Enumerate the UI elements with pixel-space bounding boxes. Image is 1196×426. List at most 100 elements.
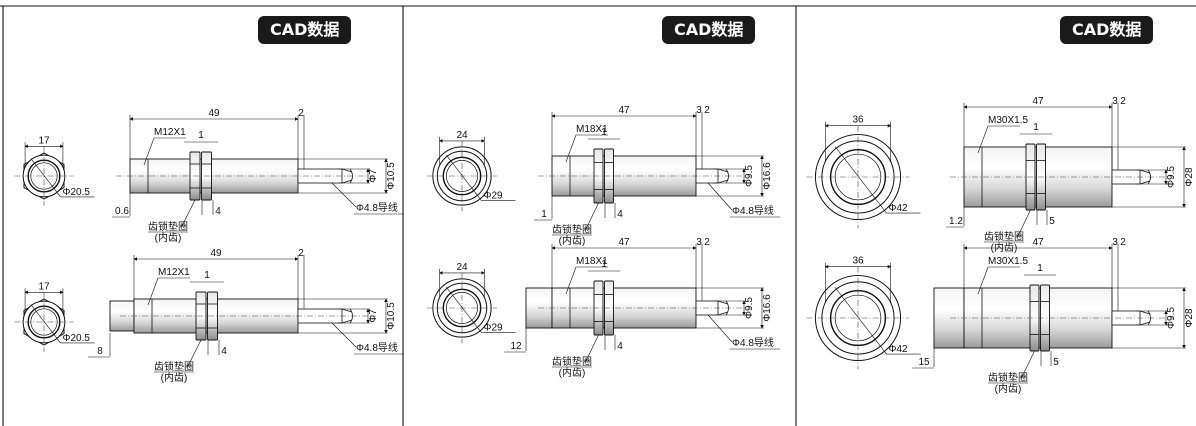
thread-label: M30X1.5: [988, 256, 1028, 267]
face-offset-label: 0.6: [115, 206, 129, 217]
gasket-label: 齿锁垫圈: [148, 220, 188, 233]
body-diameter-label: Φ28: [1184, 308, 1195, 328]
wire-label: Φ4.8导线: [732, 204, 774, 217]
gasket-sub-label: (内齿): [991, 241, 1018, 254]
front-width-label: 17: [38, 135, 50, 146]
cable-diameter-label: Φ9.5: [744, 165, 755, 187]
cable-diameter-label: Φ9.5: [744, 297, 755, 319]
cad-data-badge: CAD数据: [662, 16, 756, 44]
face-offset-label: 15: [918, 357, 930, 368]
gasket-sub-label: (内齿): [995, 382, 1022, 395]
thread-leader: [977, 266, 989, 295]
length-label: 47: [618, 237, 630, 248]
sensing-cap: [933, 287, 965, 349]
diameter-leader: [30, 304, 61, 344]
front-diameter-label: Φ29: [484, 323, 504, 334]
body-diameter-label: Φ28: [1184, 167, 1195, 187]
cable-cut: [717, 179, 729, 184]
face-offset-label: 8: [97, 346, 103, 357]
nut-thickness-label: 1: [601, 127, 607, 138]
wire-leader: [707, 182, 733, 211]
cable-cut: [717, 311, 729, 316]
front-width-label: 36: [852, 115, 864, 126]
thread-label: M30X1.5: [988, 115, 1028, 126]
thread-label: M12X1: [158, 267, 190, 278]
thread-leader: [977, 125, 989, 154]
thread-leader: [143, 137, 155, 166]
wire-leader: [331, 182, 357, 208]
front-diameter-label: Φ42: [889, 344, 909, 355]
front-diameter-label: Φ20.5: [63, 187, 91, 198]
gasket-leader: [1021, 350, 1035, 378]
face-offset-label: 1.2: [949, 216, 963, 227]
cable-cut: [341, 308, 353, 313]
body-diameter-label: Φ16.6: [762, 162, 773, 190]
cable-cut: [1139, 169, 1151, 174]
gasket-leader: [585, 202, 599, 230]
face-offset-label: 12: [510, 341, 522, 352]
body-diameter-label: Φ10.5: [386, 162, 397, 190]
gasket-label: 齿锁垫圈: [984, 230, 1024, 243]
gasket-sub-label: (内齿): [155, 231, 182, 244]
gasket-leader: [181, 199, 196, 227]
cable-diameter-label: Φ7: [368, 169, 379, 183]
cable-cut: [1139, 310, 1151, 315]
front-width-label: 24: [456, 130, 468, 141]
gap2-label: 2: [704, 237, 710, 248]
thread-label: M12X1: [154, 127, 186, 138]
cable-cut: [1139, 180, 1151, 185]
cable-cut: [1139, 321, 1151, 326]
length-label: 47: [618, 105, 630, 116]
thread-leader: [565, 134, 577, 163]
wire-leader: [331, 322, 357, 348]
length-label: 47: [1032, 237, 1044, 248]
gap-label: 3: [696, 105, 702, 116]
thread-leader: [147, 277, 159, 306]
diameter-leader: [446, 287, 482, 333]
diameter-leader: [834, 146, 887, 214]
nut-thickness-label: 1: [204, 270, 210, 281]
gasket-label: 齿锁垫圈: [154, 360, 194, 373]
gasket-leader: [585, 334, 599, 362]
gap-label: 3: [1112, 96, 1118, 107]
cad-data-badge: CAD数据: [258, 16, 352, 44]
gasket-leader: [1017, 209, 1031, 237]
gap-label: 3: [696, 237, 702, 248]
front-diameter-label: Φ42: [889, 203, 909, 214]
length-label: 47: [1032, 96, 1044, 107]
cable-diameter-label: Φ9.5: [1166, 307, 1177, 329]
gap-label: 2: [298, 108, 304, 119]
wire-label: Φ4.8导线: [356, 341, 398, 354]
nut-thickness-label: 1: [1033, 122, 1039, 133]
nut-thickness-label: 1: [601, 259, 607, 270]
washer-label: 5: [1049, 216, 1055, 227]
front-diameter-label: Φ29: [484, 191, 504, 202]
cable-diameter-label: Φ9.5: [1166, 166, 1177, 188]
gap-label: 2: [298, 248, 304, 259]
gap2-label: 2: [704, 105, 710, 116]
wire-label: Φ4.8导线: [732, 336, 774, 349]
cable-cut: [341, 179, 353, 184]
diameter-leader: [30, 158, 61, 198]
length-label: 49: [210, 248, 222, 259]
front-width-label: 24: [456, 262, 468, 273]
cable-cut: [341, 168, 353, 173]
cad-data-badge: CAD数据: [1060, 16, 1154, 44]
washer-label: 4: [617, 209, 623, 220]
gasket-leader: [187, 339, 202, 367]
thread-label: M18X1: [576, 256, 608, 267]
washer-label: 4: [617, 341, 623, 352]
